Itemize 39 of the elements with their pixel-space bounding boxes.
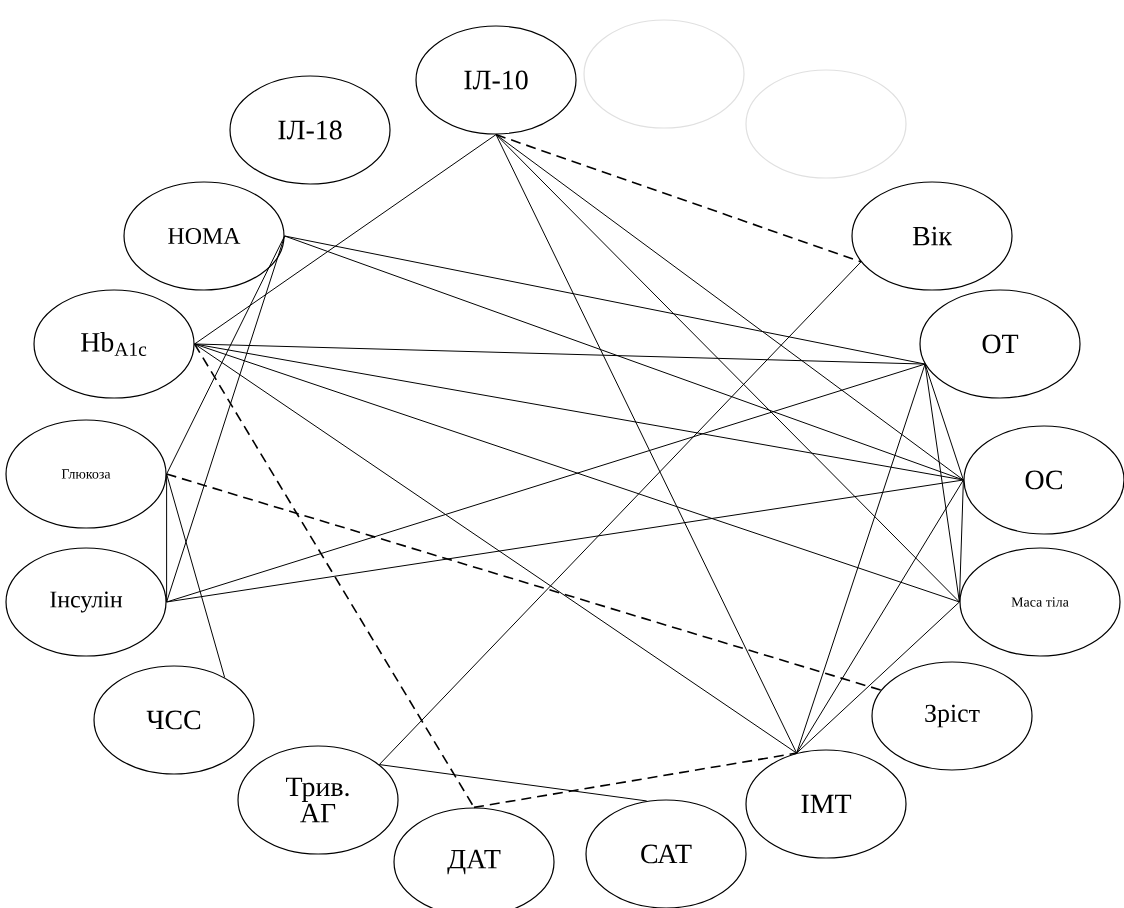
connector-line — [796, 601, 960, 754]
connector-line — [166, 235, 286, 603]
ellipse-node: ІМТ — [745, 749, 907, 859]
connector-line — [193, 343, 475, 809]
connector-line — [378, 764, 648, 802]
connector-line — [473, 752, 798, 809]
connector-line — [194, 343, 926, 365]
ellipse-node: ОТ — [919, 289, 1081, 399]
ellipse-node: ЧСС — [93, 665, 255, 775]
connector-line — [166, 235, 286, 475]
connector-line — [166, 473, 168, 603]
connector-line — [495, 134, 964, 481]
connector-line — [284, 235, 964, 481]
ellipse-node: Інсулін — [5, 547, 167, 657]
connector-line — [284, 235, 926, 365]
connector-line — [924, 363, 960, 603]
empty-ellipse — [745, 69, 907, 179]
ellipse-node: HOMA — [123, 181, 285, 291]
connector-line — [194, 134, 497, 345]
ellipse-node: Hb$_{A1c}$ — [33, 289, 195, 399]
ellipse-node: ІЛ-18 — [229, 75, 391, 185]
connector-line — [165, 473, 882, 691]
connector-line — [924, 363, 964, 481]
ellipse-node: Трив. АГ — [237, 745, 399, 855]
connector-line — [796, 363, 926, 754]
connector-line — [495, 134, 960, 603]
ellipse-node: ІЛ-10 — [415, 25, 577, 135]
connector-line — [194, 343, 798, 754]
connector-line — [796, 479, 964, 754]
connector-line — [378, 261, 862, 766]
connector-line — [495, 134, 798, 754]
connector-line — [958, 479, 964, 603]
connector-line — [194, 343, 964, 481]
ellipse-node: Вік — [851, 181, 1013, 291]
empty-ellipse — [583, 19, 745, 129]
connector-line — [166, 473, 226, 678]
connector-line — [166, 479, 964, 603]
ellipse-node: Зріст — [871, 661, 1033, 771]
connector-line — [495, 133, 862, 263]
